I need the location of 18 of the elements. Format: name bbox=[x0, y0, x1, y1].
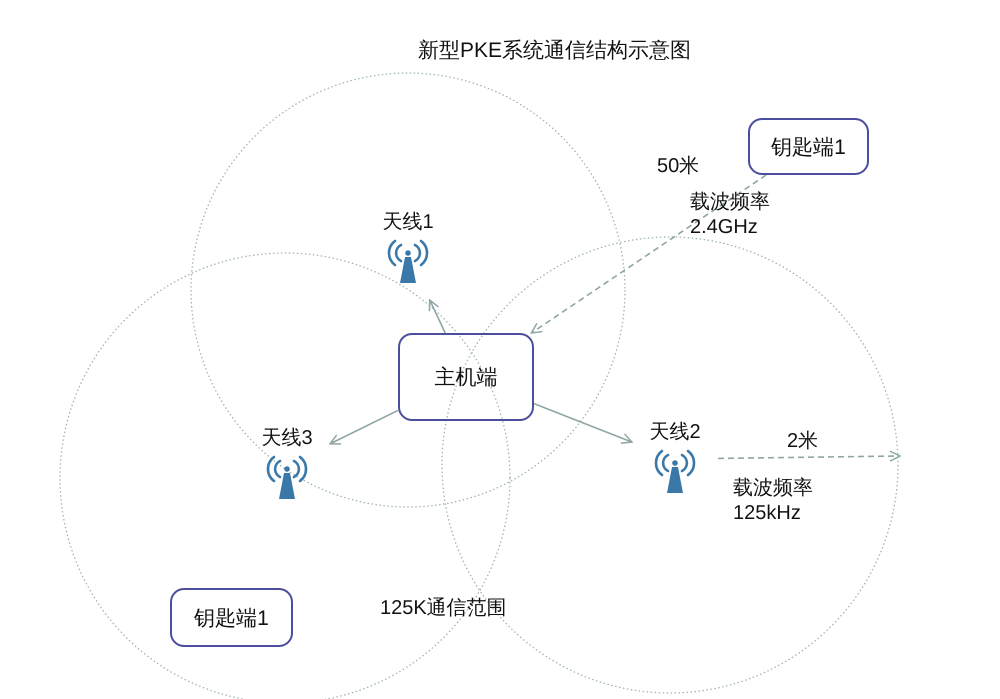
node-label: 主机端 bbox=[434, 365, 498, 391]
rounded-box bbox=[398, 333, 534, 421]
antenna-label: 天线3 bbox=[261, 426, 313, 451]
note-text: 125K通信范围 bbox=[380, 596, 507, 621]
arrow bbox=[534, 402, 633, 444]
antenna-label: 天线2 bbox=[649, 420, 701, 445]
arrow bbox=[329, 410, 398, 445]
arrow bbox=[530, 174, 767, 334]
diagram-title: 新型PKE系统通信结构示意图 bbox=[418, 38, 692, 64]
arrow bbox=[718, 450, 901, 462]
rounded-box bbox=[170, 588, 293, 647]
note-text: 载波频率 2.4GHz bbox=[690, 190, 771, 240]
rounded-box bbox=[748, 118, 869, 175]
antenna-label: 天线1 bbox=[382, 210, 434, 235]
note-text: 载波频率 125kHz bbox=[733, 476, 814, 526]
node-label: 钥匙端1 bbox=[194, 606, 269, 632]
arrow bbox=[428, 299, 446, 334]
node-label: 钥匙端1 bbox=[771, 134, 846, 160]
